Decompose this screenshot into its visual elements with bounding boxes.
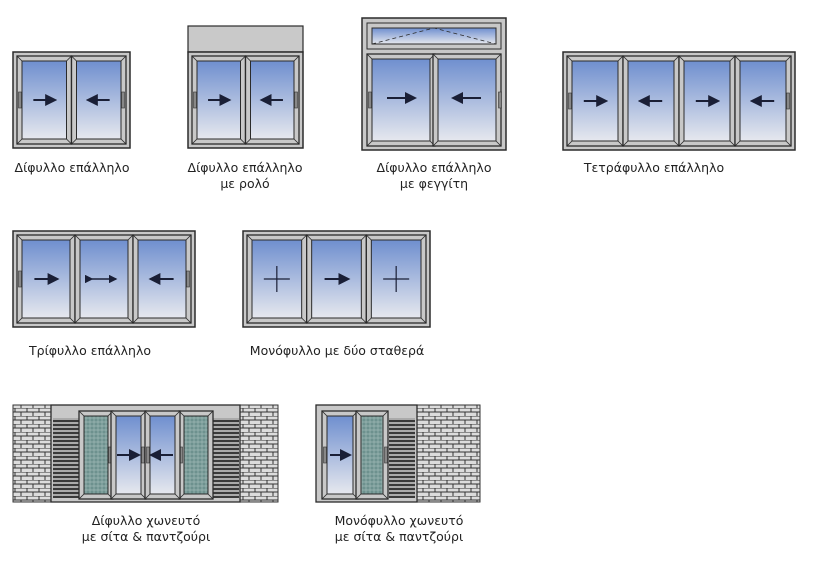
label-line-2: με ρολό <box>220 176 270 191</box>
fanlight-glass <box>371 27 497 45</box>
shutter-left <box>53 418 79 498</box>
label-four-leaf-sliding: Τετράφυλλο επάλληλο <box>583 160 725 175</box>
sash-miter <box>355 410 389 500</box>
glass-pane <box>683 60 731 142</box>
label-three-leaf-sliding: Τρίφυλλο επάλληλο <box>29 343 151 358</box>
handle-icon <box>18 270 22 288</box>
brick-wall-right <box>416 404 481 503</box>
sash-miter <box>74 234 134 324</box>
handle-icon <box>294 91 298 109</box>
window-single-two-fixed <box>242 230 431 328</box>
glass-pane <box>371 58 431 142</box>
sash-miter <box>366 234 427 324</box>
label-line-1: Δίφυλλο επάλληλο <box>187 160 303 175</box>
window-single-pocket <box>315 404 481 503</box>
label-line-2: με σίτα & παντζούρι <box>81 529 211 544</box>
handle-icon <box>121 91 125 109</box>
sash-miter <box>678 55 736 147</box>
fixed-cross-icon <box>263 266 290 292</box>
shutter-right <box>213 418 239 498</box>
handle-icon <box>18 91 22 109</box>
brick-wall-left <box>12 404 52 503</box>
shutter <box>389 418 415 498</box>
handle-icon <box>786 92 790 110</box>
handle-icon <box>193 91 197 109</box>
roller-box <box>187 25 304 53</box>
label-line-1: Μονόφυλλο χωνευτό <box>334 513 464 528</box>
glass-pane <box>360 415 384 495</box>
sash-miter <box>178 410 214 500</box>
handle-icon <box>146 446 150 464</box>
window-double-sliding-roller <box>187 51 304 149</box>
glass-pane <box>183 415 209 495</box>
sash-miter <box>622 55 680 147</box>
fanlight-hinge-lines <box>371 27 497 45</box>
roller-shutter-box <box>187 25 304 53</box>
brick-wall-right <box>239 404 279 503</box>
window-four-leaf-sliding <box>562 51 796 151</box>
sash-miter <box>245 55 300 145</box>
window-double-sliding-fanlight <box>361 17 507 151</box>
sash-miter <box>734 55 792 147</box>
handle-icon <box>368 91 372 109</box>
handle-icon <box>498 91 502 109</box>
handle-icon <box>384 446 388 464</box>
sash-miter <box>191 55 246 145</box>
sash-miter <box>144 410 181 500</box>
sash-miter <box>432 53 502 147</box>
glass-pane <box>83 415 109 495</box>
handle-icon <box>568 92 572 110</box>
label-line-1: Δίφυλλο επάλληλο <box>376 160 492 175</box>
sash-miter <box>566 55 624 147</box>
sash-miter <box>71 55 127 145</box>
handle-icon <box>323 446 327 464</box>
sash-miter <box>16 234 76 324</box>
window-double-sliding <box>12 51 131 149</box>
sash-miter <box>16 55 72 145</box>
label-line-2: με φεγγίτη <box>399 176 469 191</box>
window-three-leaf-sliding <box>12 230 196 328</box>
label-line-1: Δίφυλλο χωνευτό <box>91 513 201 528</box>
glass-pane <box>437 58 497 142</box>
sash-miter <box>306 234 367 324</box>
label-line-2: με σίτα & παντζούρι <box>334 529 464 544</box>
sash-miter <box>110 410 147 500</box>
handle-icon <box>141 446 145 464</box>
handle-icon <box>186 270 190 288</box>
fixed-cross-icon <box>383 266 410 292</box>
sash-miter <box>132 234 192 324</box>
label-double-sliding: Δίφυλλο επάλληλο <box>14 160 130 175</box>
label-single-two-fixed: Μονόφυλλο με δύο σταθερά <box>249 343 425 358</box>
window-double-pocket <box>12 404 279 503</box>
sash-miter <box>246 234 307 324</box>
